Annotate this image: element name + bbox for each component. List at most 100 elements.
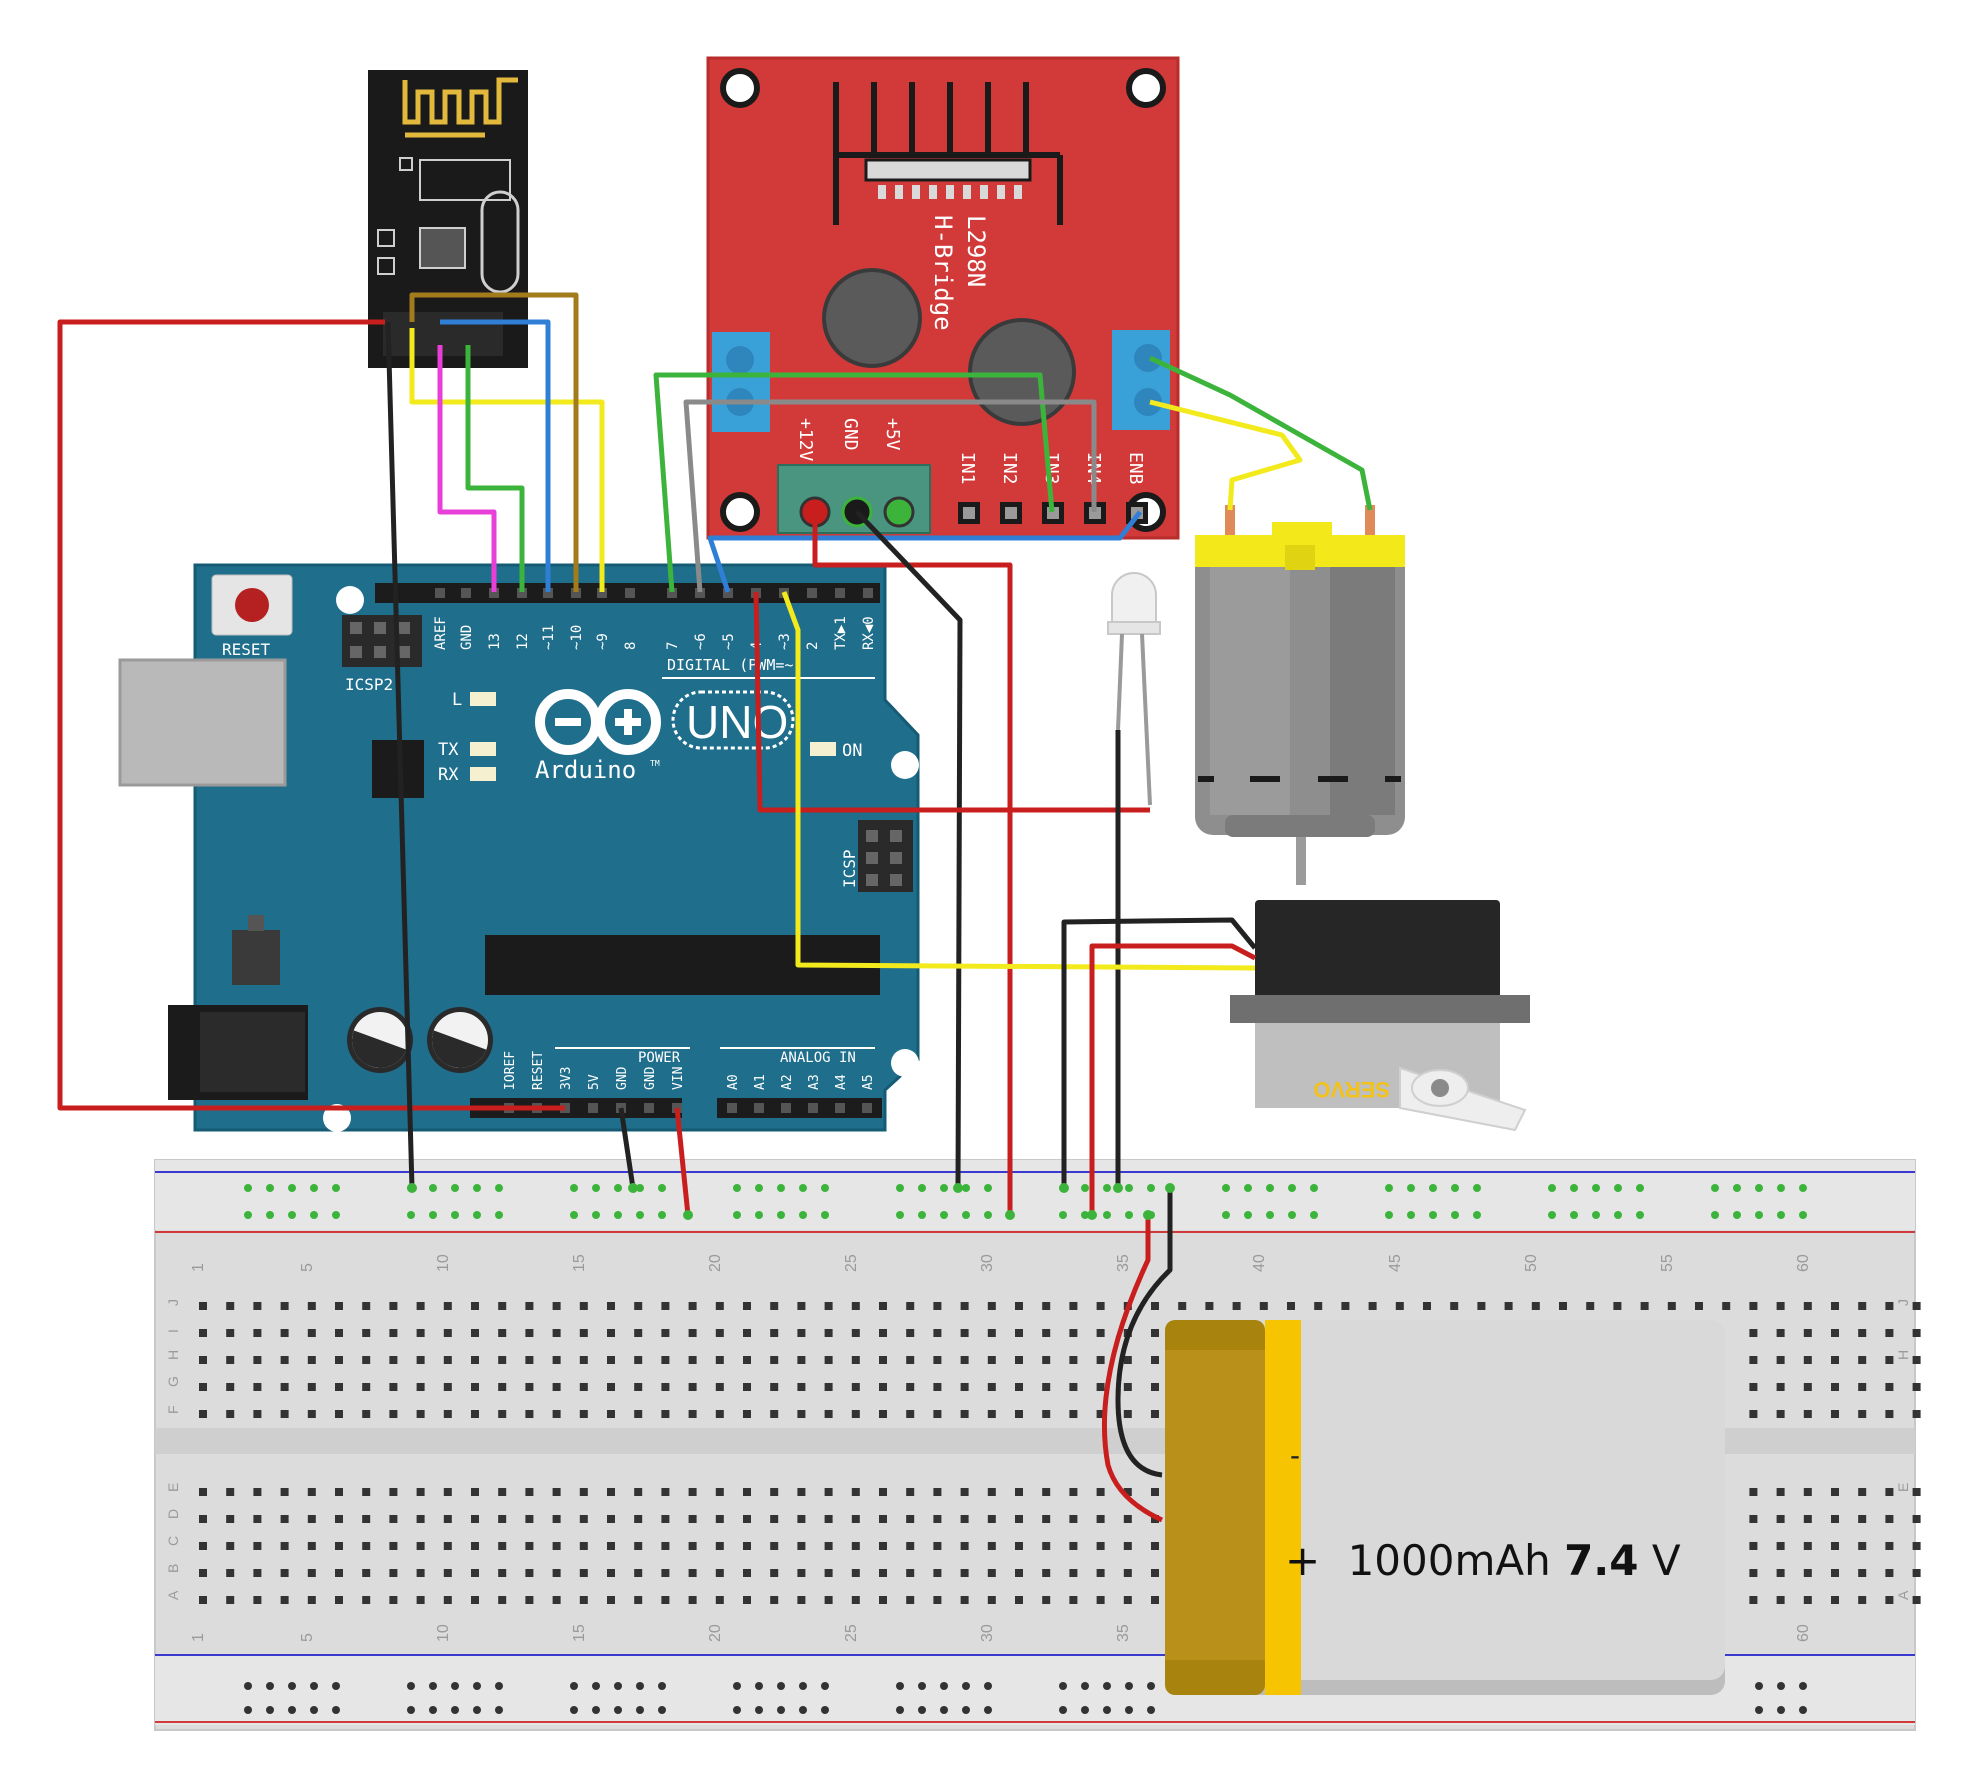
rail-hole[interactable] [1636, 1184, 1644, 1192]
analog-pin[interactable] [808, 1103, 818, 1113]
breadboard-hole[interactable] [906, 1410, 915, 1418]
breadboard-hole[interactable] [1232, 1302, 1241, 1310]
breadboard-hole[interactable] [1885, 1569, 1894, 1577]
rail-hole[interactable] [1310, 1211, 1318, 1219]
breadboard-hole[interactable] [1912, 1596, 1921, 1604]
breadboard-hole[interactable] [987, 1410, 996, 1418]
rail-hole[interactable] [799, 1682, 807, 1690]
breadboard-hole[interactable] [579, 1542, 588, 1550]
breadboard-hole[interactable] [253, 1356, 262, 1364]
rail-hole[interactable] [896, 1184, 904, 1192]
digital-pin[interactable] [571, 588, 581, 598]
breadboard-hole[interactable] [1151, 1302, 1159, 1310]
rail-hole[interactable] [984, 1211, 992, 1219]
breadboard-hole[interactable] [851, 1410, 860, 1418]
analog-pin[interactable] [862, 1103, 872, 1113]
rail-hole[interactable] [1548, 1184, 1556, 1192]
breadboard-hole[interactable] [1123, 1410, 1132, 1418]
breadboard-hole[interactable] [307, 1302, 316, 1310]
breadboard-hole[interactable] [1015, 1542, 1023, 1550]
breadboard-hole[interactable] [851, 1596, 860, 1604]
breadboard-hole[interactable] [280, 1329, 289, 1337]
breadboard-hole[interactable] [1885, 1302, 1894, 1310]
rail-hole[interactable] [1570, 1184, 1578, 1192]
breadboard-hole[interactable] [307, 1383, 316, 1391]
rail-hole[interactable] [1755, 1211, 1763, 1219]
breadboard-hole[interactable] [1885, 1596, 1894, 1604]
rail-hole[interactable] [896, 1211, 904, 1219]
breadboard-hole[interactable] [770, 1542, 779, 1550]
breadboard-hole[interactable] [416, 1488, 425, 1496]
breadboard-hole[interactable] [280, 1542, 289, 1550]
rail-hole[interactable] [288, 1682, 296, 1690]
breadboard-hole[interactable] [879, 1302, 887, 1310]
breadboard-hole[interactable] [960, 1596, 969, 1604]
rail-hole[interactable] [1222, 1211, 1230, 1219]
breadboard-hole[interactable] [1831, 1302, 1839, 1310]
breadboard-hole[interactable] [1096, 1329, 1105, 1337]
breadboard-hole[interactable] [1749, 1410, 1758, 1418]
rail-hole[interactable] [1799, 1211, 1807, 1219]
breadboard-hole[interactable] [960, 1569, 969, 1577]
breadboard-hole[interactable] [715, 1569, 724, 1577]
breadboard-hole[interactable] [715, 1356, 724, 1364]
rail-hole[interactable] [1777, 1184, 1785, 1192]
breadboard-hole[interactable] [1123, 1596, 1132, 1604]
breadboard-hole[interactable] [1151, 1383, 1159, 1391]
digital-pin[interactable] [625, 588, 635, 598]
breadboard-hole[interactable] [661, 1383, 670, 1391]
breadboard-hole[interactable] [307, 1356, 316, 1364]
breadboard-hole[interactable] [851, 1569, 860, 1577]
breadboard-hole[interactable] [770, 1302, 779, 1310]
breadboard-hole[interactable] [1096, 1569, 1105, 1577]
breadboard-hole[interactable] [389, 1515, 398, 1523]
breadboard-hole[interactable] [280, 1410, 289, 1418]
breadboard-hole[interactable] [525, 1383, 534, 1391]
breadboard-hole[interactable] [797, 1356, 806, 1364]
breadboard-hole[interactable] [498, 1410, 507, 1418]
rail-hole[interactable] [266, 1706, 274, 1714]
rail-hole[interactable] [636, 1706, 644, 1714]
breadboard-hole[interactable] [770, 1515, 779, 1523]
rail-hole[interactable] [570, 1682, 578, 1690]
breadboard-hole[interactable] [579, 1410, 588, 1418]
rail-hole[interactable] [1266, 1211, 1274, 1219]
rail-hole[interactable] [332, 1682, 340, 1690]
breadboard-hole[interactable] [280, 1302, 289, 1310]
breadboard-hole[interactable] [661, 1356, 670, 1364]
breadboard-hole[interactable] [525, 1569, 534, 1577]
rail-hole[interactable] [1570, 1211, 1578, 1219]
breadboard-hole[interactable] [443, 1542, 452, 1550]
breadboard-hole[interactable] [335, 1542, 343, 1550]
digital-pin[interactable] [597, 588, 607, 598]
breadboard-hole[interactable] [1776, 1383, 1785, 1391]
breadboard-hole[interactable] [416, 1410, 425, 1418]
breadboard-hole[interactable] [1042, 1302, 1051, 1310]
breadboard-hole[interactable] [688, 1515, 697, 1523]
breadboard-hole[interactable] [824, 1410, 833, 1418]
rail-hole[interactable] [1799, 1184, 1807, 1192]
breadboard-hole[interactable] [1069, 1383, 1078, 1391]
breadboard-hole[interactable] [525, 1410, 534, 1418]
breadboard-hole[interactable] [552, 1302, 561, 1310]
breadboard-hole[interactable] [1776, 1569, 1785, 1577]
rail-hole[interactable] [288, 1184, 296, 1192]
breadboard-hole[interactable] [1776, 1329, 1785, 1337]
analog-pin[interactable] [754, 1103, 764, 1113]
breadboard-hole[interactable] [1042, 1329, 1051, 1337]
breadboard-hole[interactable] [1912, 1515, 1921, 1523]
breadboard-hole[interactable] [1885, 1356, 1894, 1364]
breadboard-hole[interactable] [498, 1488, 507, 1496]
breadboard-hole[interactable] [1450, 1302, 1459, 1310]
breadboard-hole[interactable] [253, 1410, 262, 1418]
breadboard-hole[interactable] [797, 1515, 806, 1523]
breadboard-hole[interactable] [824, 1383, 833, 1391]
breadboard-hole[interactable] [552, 1356, 561, 1364]
breadboard-hole[interactable] [307, 1329, 316, 1337]
rail-hole[interactable] [1451, 1184, 1459, 1192]
breadboard-hole[interactable] [960, 1542, 969, 1550]
breadboard-hole[interactable] [634, 1302, 643, 1310]
rail-hole[interactable] [592, 1211, 600, 1219]
breadboard-hole[interactable] [1123, 1383, 1132, 1391]
breadboard-hole[interactable] [607, 1329, 615, 1337]
